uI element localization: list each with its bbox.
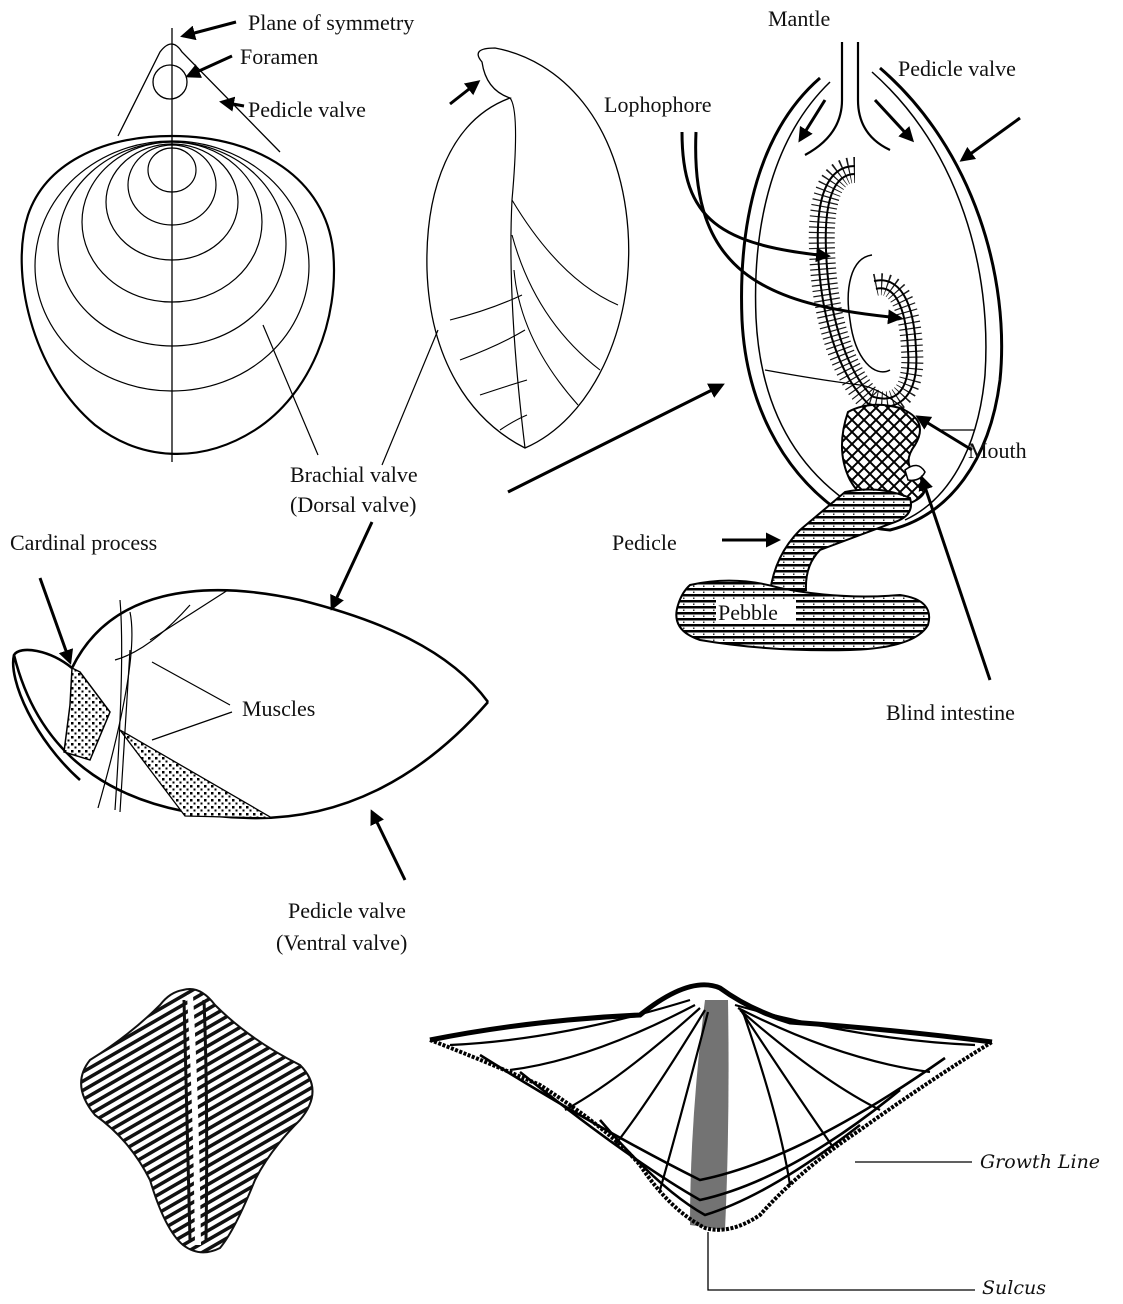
- arrow-pedicle-valve-top-left: [222, 102, 244, 106]
- label-sulcus: Sulcus: [982, 1277, 1046, 1299]
- label-mantle: Mantle: [768, 6, 830, 31]
- shell-dorsal-view: Plane of symmetry Foramen Pedicle valve: [22, 10, 415, 462]
- arrow-plane-of-symmetry: [183, 22, 236, 36]
- arrow-pedicle-valve-top-right: [962, 118, 1020, 160]
- pointer-muscles-1: [152, 662, 230, 705]
- brachial-valve-label-group: Brachial valve (Dorsal valve): [290, 462, 418, 608]
- mantle-stem: [805, 42, 890, 155]
- pointer-brachial-to-side: [382, 330, 438, 465]
- arrow-brachial-to-anatomy: [508, 385, 722, 492]
- pointer-sulcus: [708, 1232, 975, 1290]
- arrow-blind-intestine: [922, 478, 990, 680]
- muscle-scar-dotted: [120, 730, 272, 818]
- arrow-mouth: [918, 417, 972, 450]
- label-brachial-valve: Brachial valve: [290, 462, 418, 487]
- pointer-muscles-2: [152, 712, 232, 740]
- arrow-lophophore-1: [682, 132, 828, 256]
- ribbed-fossil: [81, 989, 312, 1252]
- cardinal-process-strip: [64, 668, 110, 760]
- label-ventral-valve: (Ventral valve): [276, 930, 407, 955]
- label-pedicle-valve-top-left: Pedicle valve: [248, 97, 366, 122]
- label-muscles: Muscles: [242, 696, 315, 721]
- mantle-inner-line: [756, 82, 845, 500]
- side-view-growth-lines: [450, 200, 618, 430]
- label-lophophore: Lophophore: [604, 92, 712, 117]
- arrow-cardinal-process: [40, 578, 70, 662]
- pointer-brachial-to-shell: [263, 325, 318, 455]
- label-dorsal-valve: (Dorsal valve): [290, 492, 416, 517]
- foramen-opening: [153, 65, 187, 99]
- arrow-mantle-left: [800, 100, 825, 140]
- label-cardinal-process: Cardinal process: [10, 530, 157, 555]
- arrow-mantle-right: [875, 100, 912, 140]
- label-growth-line: Growth Line: [980, 1151, 1100, 1173]
- internal-anatomy: Mantle Pedicle valve Lophophore Mouth Pe…: [508, 6, 1027, 725]
- label-mouth: Mouth: [968, 438, 1027, 463]
- label-pebble: Pebble: [718, 600, 778, 625]
- lophophore-outer-arm: [822, 170, 913, 403]
- arrow-brachial-to-section: [332, 522, 372, 608]
- shell-cross-section: Cardinal process Muscles Pedicle valve (…: [10, 530, 488, 955]
- arrow-lophophore-2: [696, 132, 900, 318]
- arrow-foramen: [188, 56, 232, 76]
- label-foramen: Foramen: [240, 44, 318, 69]
- brachial-valve-arc: [72, 590, 488, 702]
- label-pedicle: Pedicle: [612, 530, 677, 555]
- arrow-side-view-beak: [450, 82, 478, 104]
- spirifer-sulcus-shade: [690, 1000, 729, 1230]
- label-blind-intestine: Blind intestine: [886, 700, 1015, 725]
- spirifer-fossil: Growth Line Sulcus: [430, 985, 1100, 1299]
- pebble-shape: [676, 581, 929, 651]
- label-pedicle-valve-bottom: Pedicle valve: [288, 898, 406, 923]
- side-view-inner: [510, 98, 525, 448]
- label-plane-of-symmetry: Plane of symmetry: [248, 10, 414, 35]
- arrow-pedicle-valve-bottom: [372, 812, 405, 880]
- pedicle-stalk: [770, 490, 911, 592]
- label-pedicle-valve-top-right: Pedicle valve: [898, 56, 1016, 81]
- lophophore-coils: [765, 170, 912, 410]
- shell-side-view: [382, 48, 629, 465]
- side-view-outline: [427, 48, 629, 448]
- lophophore-outer-arm-core: [822, 170, 913, 403]
